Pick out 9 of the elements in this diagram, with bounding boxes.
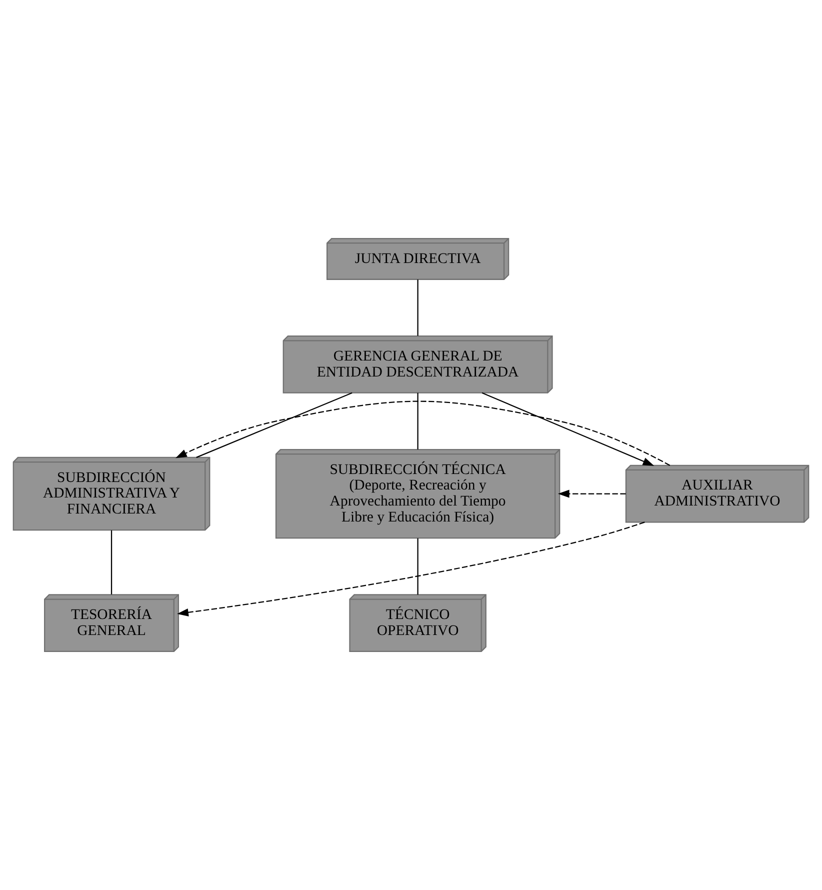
arrow: [175, 400, 670, 466]
arrow: [482, 392, 654, 466]
connector: [417, 538, 418, 595]
connector: [110, 530, 112, 594]
connector: [196, 392, 352, 458]
arrow: [558, 490, 626, 498]
arrow: [177, 522, 645, 616]
connector: [417, 392, 418, 450]
connector: [417, 280, 418, 336]
